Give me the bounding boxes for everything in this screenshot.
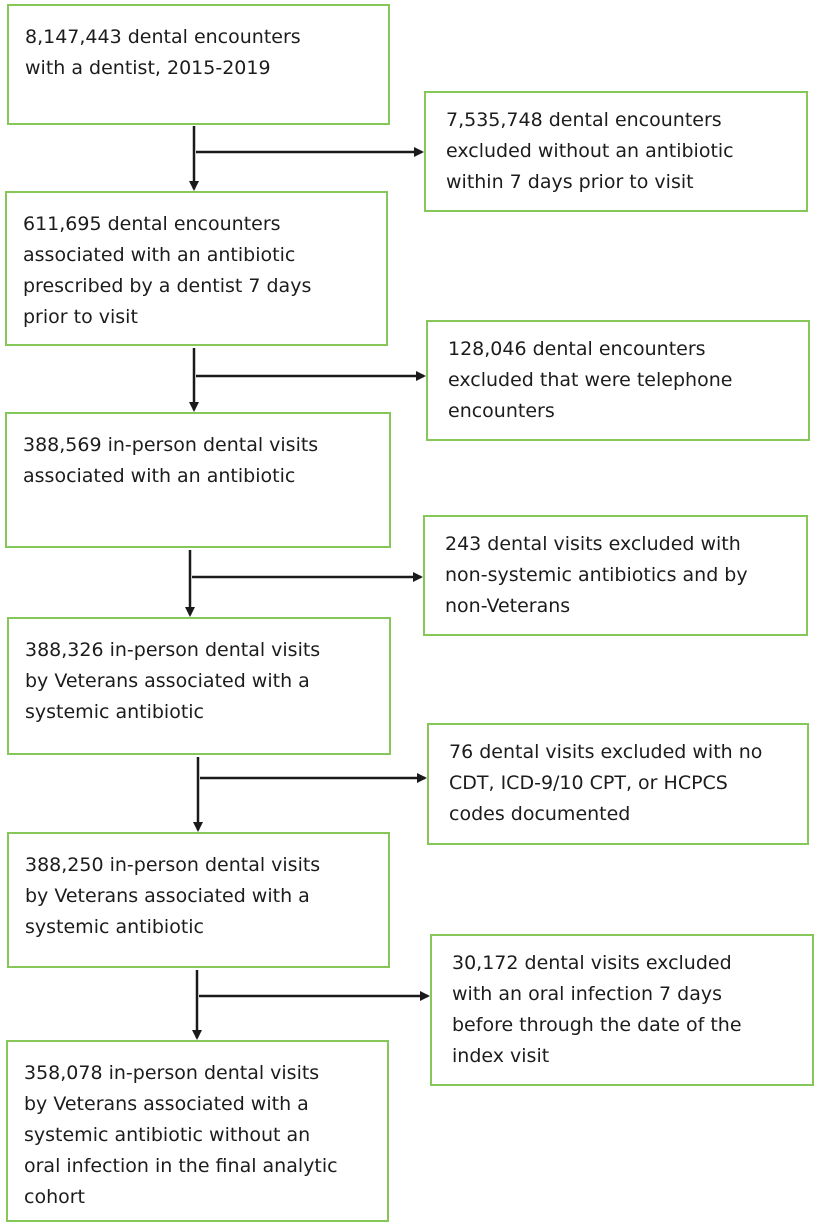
box-text-line: 388,569 in-person dental visits xyxy=(23,434,319,456)
box-text-line: systemic antibiotic xyxy=(25,701,205,723)
box-text-line: by Veterans associated with a xyxy=(25,670,310,692)
box-text-line: CDT, ICD-9/10 CPT, or HCPCS xyxy=(449,772,728,794)
main-box-1: 8,147,443 dental encounters with a denti… xyxy=(7,4,390,125)
box-text-line: oral infection in the final analytic xyxy=(24,1155,338,1177)
box-text-line: non-Veterans xyxy=(445,595,571,617)
main-box-4: 388,326 in-person dental visits by Veter… xyxy=(7,617,391,755)
box-text-line: by Veterans associated with a xyxy=(25,885,310,907)
main-box-2: 611,695 dental encounters associated wit… xyxy=(5,191,388,346)
box-text-line: 128,046 dental encounters xyxy=(448,338,706,360)
exclusion-box-2: 128,046 dental encounters excluded that … xyxy=(426,320,810,441)
exclusion-box-1: 7,535,748 dental encounters excluded wit… xyxy=(424,91,808,212)
box-text-line: cohort xyxy=(24,1186,85,1208)
box-text-line: 611,695 dental encounters xyxy=(23,213,281,235)
box-text-line: 358,078 in-person dental visits xyxy=(24,1062,320,1084)
box-text-line: excluded without an antibiotic xyxy=(446,140,734,162)
main-box-3: 388,569 in-person dental visits associat… xyxy=(5,412,391,548)
box-text-line: 388,326 in-person dental visits xyxy=(25,639,321,661)
main-box-6: 358,078 in-person dental visits by Veter… xyxy=(6,1040,389,1222)
exclusion-box-5: 30,172 dental visits excluded with an or… xyxy=(430,934,814,1086)
exclusion-box-3: 243 dental visits excluded with non-syst… xyxy=(423,515,808,636)
box-text-line: 388,250 in-person dental visits xyxy=(25,854,321,876)
box-text-line: with a dentist, 2015-2019 xyxy=(25,57,271,79)
box-text-line: within 7 days prior to visit xyxy=(446,171,694,193)
box-text-line: associated with an antibiotic xyxy=(23,465,296,487)
box-text-line: 243 dental visits excluded with xyxy=(445,533,741,555)
box-text-line: codes documented xyxy=(449,803,631,825)
box-text-line: before through the date of the xyxy=(452,1014,742,1036)
box-text-line: prior to visit xyxy=(23,306,138,328)
box-text-line: by Veterans associated with a xyxy=(24,1093,309,1115)
box-text-line: index visit xyxy=(452,1045,550,1067)
box-text-line: excluded that were telephone xyxy=(448,369,733,391)
main-box-5: 388,250 in-person dental visits by Veter… xyxy=(7,832,390,968)
exclusion-box-4: 76 dental visits excluded with no CDT, I… xyxy=(427,723,809,845)
box-text-line: with an oral infection 7 days xyxy=(452,983,723,1005)
box-text-line: 30,172 dental visits excluded xyxy=(452,952,732,974)
box-text-line: encounters xyxy=(448,400,555,422)
box-text-line: 8,147,443 dental encounters xyxy=(25,26,301,48)
box-text-line: non-systemic antibiotics and by xyxy=(445,564,748,586)
box-text-line: associated with an antibiotic xyxy=(23,244,296,266)
box-text-line: systemic antibiotic without an xyxy=(24,1124,311,1146)
box-text-line: 76 dental visits excluded with no xyxy=(449,741,763,763)
box-text-line: systemic antibiotic xyxy=(25,916,205,938)
box-text-line: prescribed by a dentist 7 days xyxy=(23,275,312,297)
box-text-line: 7,535,748 dental encounters xyxy=(446,109,722,131)
